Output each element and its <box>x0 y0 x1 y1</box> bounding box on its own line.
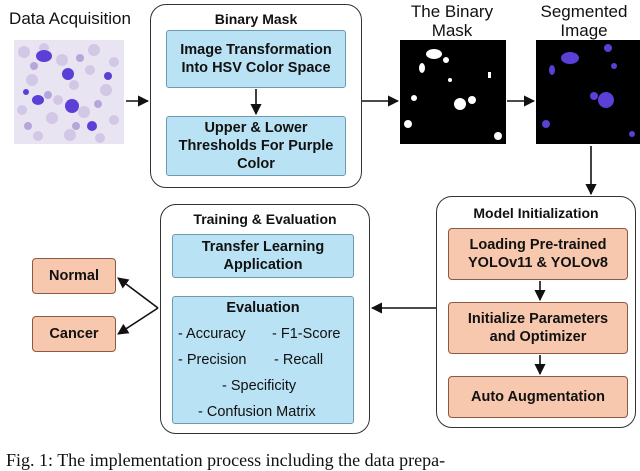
initialize-parameters-box: Initialize Parameters and Optimizer <box>448 302 628 354</box>
segmented-label-line2: Image <box>560 21 608 40</box>
transfer-learning-box: Transfer Learning Application <box>172 234 354 278</box>
evaluation-box: Evaluation <box>172 296 354 424</box>
microscopy-image <box>14 40 124 144</box>
metric-recall: - Recall <box>274 352 324 368</box>
purple-threshold-box: Upper & Lower Thresholds For Purple Colo… <box>166 116 346 176</box>
training-evaluation-group-title: Training & Evaluation <box>193 211 337 227</box>
arrow-evaluation-to-cancer <box>117 307 159 335</box>
binary-mask-image <box>400 40 506 144</box>
hsv-transform-box: Image Transformation Into HSV Color Spac… <box>166 30 346 88</box>
cancer-output-box: Cancer <box>32 316 116 352</box>
metric-f1-score: - F1-Score <box>272 326 341 342</box>
auto-augmentation-box: Auto Augmentation <box>448 376 628 418</box>
segmented-label-line1: Segmented <box>540 2 628 21</box>
binary-mask-label-line1: The Binary <box>410 2 494 21</box>
loading-pretrained-box: Loading Pre-trained YOLOv11 & YOLOv8 <box>448 228 628 280</box>
data-acquisition-label: Data Acquisition <box>9 9 131 28</box>
binary-mask-group-title: Binary Mask <box>214 11 298 27</box>
figure-caption: Fig. 1: The implementation process inclu… <box>6 450 446 470</box>
arrow-evaluation-to-normal <box>117 277 159 309</box>
metric-specificity: - Specificity <box>222 378 297 394</box>
segmented-image <box>536 40 640 144</box>
metric-accuracy: - Accuracy <box>178 326 246 342</box>
binary-mask-label-line2: Mask <box>431 21 473 40</box>
binary-mask-image-label: The Binary Mask <box>396 2 508 40</box>
normal-output-box: Normal <box>32 258 116 294</box>
evaluation-title: Evaluation <box>226 300 300 316</box>
model-initialization-group-title: Model Initialization <box>473 205 599 221</box>
metric-confusion-matrix: - Confusion Matrix <box>198 404 316 420</box>
metric-precision: - Precision <box>178 352 247 368</box>
segmented-image-label: Segmented Image <box>528 2 640 40</box>
